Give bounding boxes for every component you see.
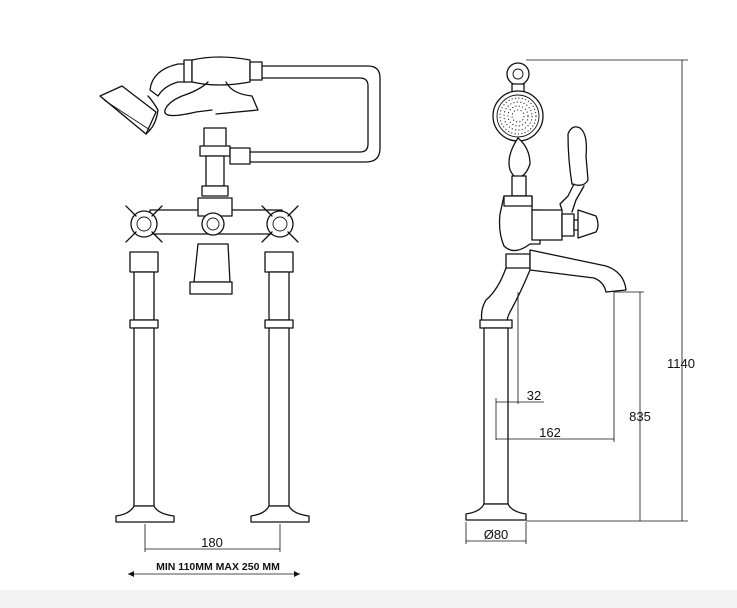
right-cross-handle <box>261 205 299 243</box>
shower-rose <box>99 85 159 135</box>
offset-small-label: 32 <box>527 388 541 403</box>
cradle-stem <box>199 127 251 197</box>
base-diameter-dimension: Ø80 <box>465 522 527 544</box>
spout-reach-label: 162 <box>539 425 561 440</box>
hook-ring <box>506 62 530 86</box>
side-lever <box>559 126 589 213</box>
spout-height-dimension: 835 <box>614 291 651 521</box>
left-cross-handle <box>125 205 163 243</box>
centres-dimension-label: 180 <box>201 535 223 550</box>
total-height-label: 1140 <box>667 356 695 371</box>
left-leg <box>115 251 175 523</box>
base-diameter-label: Ø80 <box>484 527 509 542</box>
total-height-dimension: 1140 <box>526 59 695 522</box>
front-spout <box>193 243 231 283</box>
adjustment-note-label: MIN 110MM MAX 250 MM <box>156 561 280 573</box>
side-mixer-body <box>498 195 599 269</box>
spout-height-label: 835 <box>629 409 651 424</box>
riser-bend <box>480 267 507 323</box>
centres-dimension: 180 <box>144 524 281 552</box>
hose-loop <box>249 65 381 163</box>
right-leg <box>250 251 310 523</box>
side-spout <box>529 249 627 293</box>
adjustment-note: MIN 110MM MAX 250 MM <box>128 561 300 577</box>
side-handset-grip <box>508 137 531 179</box>
handset <box>149 56 263 117</box>
side-shower-head <box>492 90 544 142</box>
front-view: 180 MIN 110MM MAX 250 MM <box>99 56 381 577</box>
footer-band <box>0 590 737 608</box>
spout-reach-dimensions: 32 162 <box>495 292 615 442</box>
side-view: 1140 835 32 162 Ø80 <box>465 59 695 544</box>
